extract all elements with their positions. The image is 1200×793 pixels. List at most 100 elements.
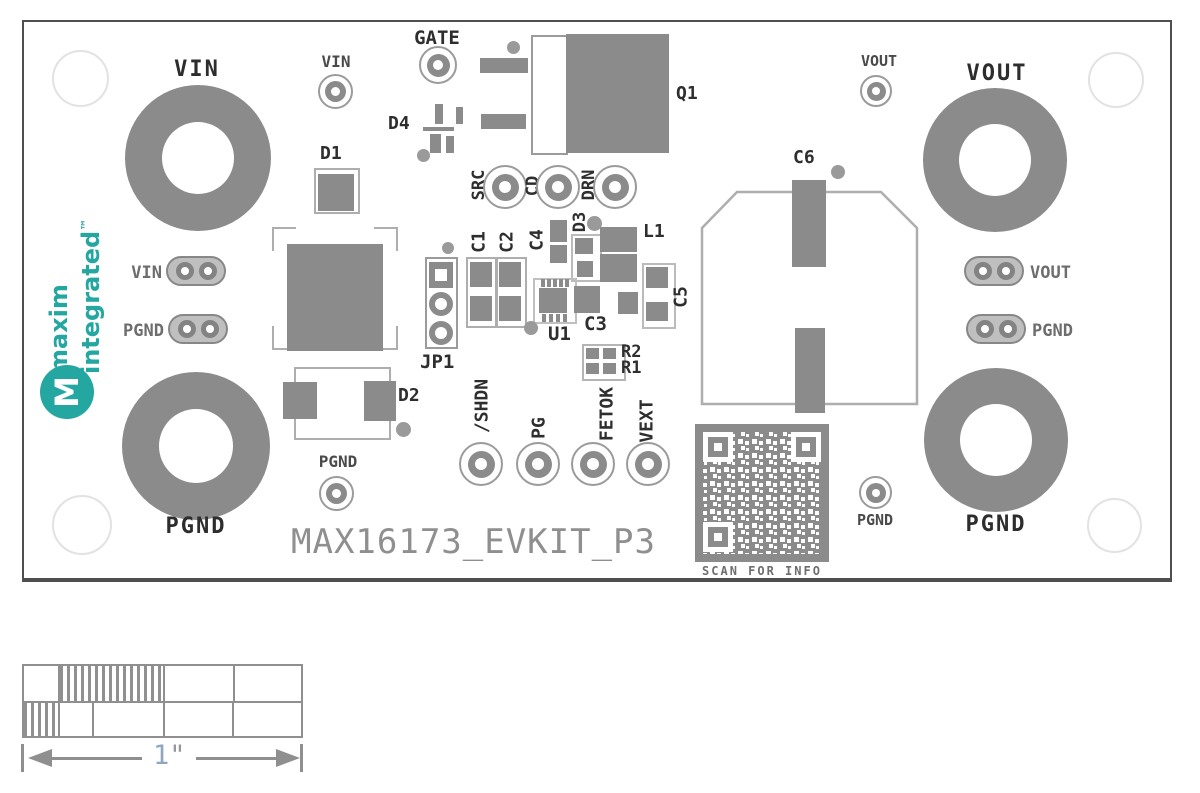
u1-pin — [547, 279, 551, 287]
c1-pad — [470, 296, 492, 321]
u1-pin — [542, 314, 546, 322]
r1-pad — [603, 363, 616, 374]
jp1-pin1-hole — [435, 269, 447, 281]
c5-pad — [646, 302, 668, 321]
pgnd-turret-pad-left — [122, 372, 270, 520]
shdn-label: /SHDN — [471, 378, 493, 434]
qr-finder-icon — [703, 432, 733, 462]
src-testpoint — [483, 165, 527, 209]
pg-testpoint — [516, 442, 560, 486]
vout-turret-pad — [923, 88, 1067, 232]
q1-lead-bottom — [481, 114, 526, 129]
pgnd-turret-pad-right — [924, 368, 1068, 512]
fiducial-bottom-right-icon — [1087, 498, 1142, 553]
u1-pin — [565, 279, 569, 287]
c6-label: C6 — [793, 147, 815, 168]
pgnd-br-label: PGND — [965, 512, 1027, 537]
qr-caption: SCAN FOR INFO — [702, 564, 822, 578]
c6-pad — [795, 328, 825, 413]
r2-label: R2 — [621, 342, 642, 362]
board-name: MAX16173_EVKIT_P3 — [291, 522, 656, 562]
r1-pad — [586, 363, 599, 374]
u1-label: U1 — [548, 323, 571, 345]
d4-dot — [417, 149, 430, 162]
fiducial-top-right-icon — [1088, 52, 1144, 108]
c6-pad — [792, 180, 826, 267]
vout-pill-label: VOUT — [1030, 263, 1071, 283]
c2-pad — [499, 262, 521, 287]
pgnd-pill-left-label: PGND — [123, 321, 164, 341]
c4-pad — [550, 220, 567, 242]
footprint-corner — [272, 227, 296, 251]
c2-label: C2 — [496, 231, 518, 253]
gate-testpoint-label: GATE — [414, 27, 460, 49]
c6-dot — [831, 165, 845, 179]
cd-testpoint — [536, 165, 580, 209]
d4-pad — [430, 134, 441, 153]
d1-outline — [314, 168, 360, 214]
jp1-dot — [442, 242, 454, 254]
c5-pad — [646, 267, 668, 288]
c4-pad — [550, 245, 567, 263]
footprint-corner — [374, 227, 398, 251]
l1-pad — [600, 254, 637, 282]
c2-pad — [499, 296, 521, 321]
vin-testpoint — [318, 74, 353, 109]
u1-pin1-dot — [524, 321, 538, 335]
c1-pad — [470, 262, 492, 287]
fetok-testpoint — [571, 442, 615, 486]
pgnd-pill-right-label: PGND — [1032, 321, 1073, 341]
jp1-pin2-hole — [429, 292, 453, 316]
d2-dot — [396, 422, 411, 437]
pgnd-bl-label: PGND — [165, 514, 227, 539]
vout-pill-pad — [964, 256, 1024, 286]
pgnd-pill-pad-right — [966, 314, 1026, 344]
d3-dot — [587, 216, 602, 231]
u1-body — [539, 288, 567, 313]
u1-pin — [549, 314, 553, 322]
qr-finder-icon — [703, 522, 733, 552]
pgnd-testpoint-right — [859, 476, 892, 509]
scale-label: 1" — [153, 740, 186, 771]
fiducial-bottom-left-icon — [52, 495, 112, 555]
d4-pad — [435, 104, 443, 124]
footprint-body — [287, 244, 383, 351]
fiducial-top-left-icon — [52, 50, 109, 107]
d2-pad — [283, 382, 317, 419]
c1-label: C1 — [468, 231, 490, 253]
gate-testpoint — [419, 46, 457, 84]
vout-testpoint-label: VOUT — [860, 52, 898, 70]
c5-label: C5 — [670, 286, 692, 308]
jp1-label: JP1 — [420, 351, 455, 373]
pgnd-testpoint-left — [319, 476, 354, 511]
q1-body — [566, 34, 669, 153]
c4-label: C4 — [526, 229, 548, 251]
u1-pin — [556, 314, 560, 322]
r1-label: R1 — [621, 358, 642, 378]
vin-turret-pad — [125, 85, 271, 231]
vin-pill-pad — [166, 256, 226, 286]
maxim-logo-icon: M — [40, 365, 94, 419]
vext-label: VEXT — [636, 399, 658, 443]
pgnd-testpoint-left-label: PGND — [318, 452, 358, 471]
q1-pin1-dot — [507, 41, 520, 54]
q1-label: Q1 — [676, 83, 698, 104]
c3-pad — [574, 286, 600, 313]
r2-pad — [603, 348, 616, 359]
vout-big-label: VOUT — [966, 61, 1028, 86]
u1-pin — [559, 279, 563, 287]
c3-label: C3 — [584, 313, 607, 335]
vin-pill-label: VIN — [131, 263, 162, 283]
d4-pad — [456, 107, 463, 124]
qr-finder-icon — [791, 432, 821, 462]
u1-pin — [563, 314, 567, 322]
vin-big-label: VIN — [174, 57, 220, 82]
drn-testpoint — [593, 165, 637, 209]
footprint-corner — [374, 326, 398, 350]
pgnd-pill-pad-left — [168, 314, 228, 344]
d4-label: D4 — [388, 113, 410, 134]
pg-label: PG — [528, 417, 550, 439]
r-group-outline — [582, 344, 626, 381]
l1-pad — [600, 227, 637, 252]
